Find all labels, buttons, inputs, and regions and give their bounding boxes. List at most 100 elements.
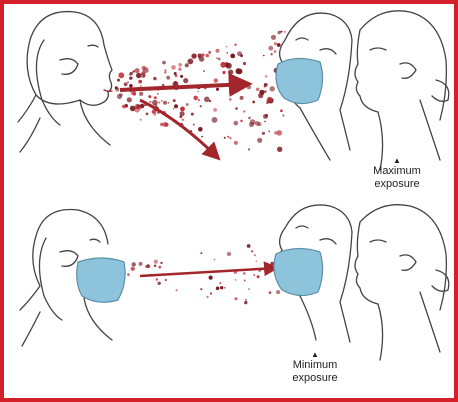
minimum-exposure-label: ▲ Minimum exposure — [270, 350, 360, 385]
droplet — [245, 299, 247, 301]
droplet — [178, 68, 181, 71]
droplet — [243, 272, 246, 275]
droplet — [270, 86, 275, 91]
droplet — [234, 141, 238, 145]
droplet — [229, 98, 232, 101]
droplet — [158, 101, 160, 103]
droplet — [174, 72, 177, 75]
droplet — [274, 42, 277, 45]
droplet — [277, 43, 281, 47]
droplet — [127, 97, 132, 102]
droplet — [280, 109, 283, 112]
droplet — [124, 82, 128, 86]
droplet — [140, 119, 142, 121]
unmasked-speaker — [18, 12, 112, 152]
droplet — [162, 84, 165, 87]
droplet — [176, 289, 178, 291]
droplet — [265, 75, 268, 78]
droplet — [220, 62, 226, 68]
droplet — [173, 108, 175, 110]
droplet — [133, 70, 135, 72]
droplet — [218, 58, 221, 61]
droplet — [171, 65, 176, 70]
droplet — [166, 76, 170, 80]
droplet — [183, 78, 188, 83]
droplet — [160, 123, 164, 127]
droplet — [129, 84, 133, 88]
droplet — [226, 63, 232, 69]
droplet — [282, 114, 284, 116]
droplet — [212, 117, 218, 123]
droplet — [215, 49, 219, 53]
droplet — [130, 106, 136, 112]
droplet — [200, 288, 202, 290]
droplet — [214, 259, 216, 261]
droplet — [267, 97, 272, 102]
droplet — [152, 100, 158, 106]
droplet — [248, 288, 250, 290]
droplet — [227, 52, 229, 54]
droplet — [179, 115, 182, 118]
droplet — [257, 275, 260, 278]
droplet — [198, 127, 203, 132]
face-mask-top-listener — [276, 58, 323, 103]
droplet — [198, 54, 202, 58]
droplet — [163, 101, 167, 105]
droplet — [208, 51, 211, 54]
droplet — [213, 108, 217, 112]
spray-arrow-reduced — [140, 268, 276, 276]
droplet — [224, 287, 226, 289]
droplet — [224, 137, 226, 139]
droplet — [154, 265, 156, 267]
droplet — [230, 54, 235, 59]
droplet — [214, 78, 218, 82]
droplet — [244, 280, 246, 282]
bystander-bottom — [355, 205, 449, 360]
droplet — [188, 59, 194, 65]
droplet — [122, 105, 126, 109]
droplet — [276, 290, 280, 294]
droplet — [158, 266, 161, 269]
droplet — [264, 86, 266, 88]
droplet — [216, 57, 218, 59]
droplet — [131, 267, 135, 271]
droplet — [284, 31, 286, 33]
droplet — [256, 88, 260, 92]
droplet — [233, 121, 238, 126]
droplet — [174, 104, 178, 108]
droplet — [206, 296, 208, 298]
droplet — [240, 120, 243, 123]
bystander-top — [355, 11, 449, 170]
droplet — [131, 77, 133, 79]
droplet — [252, 101, 255, 104]
droplet — [236, 68, 242, 74]
droplet — [206, 54, 210, 58]
droplet — [277, 147, 282, 152]
droplet — [250, 119, 256, 125]
spray-arrow-main — [120, 84, 248, 90]
droplet — [200, 105, 202, 107]
droplet — [200, 252, 202, 254]
droplet — [156, 278, 158, 280]
droplet — [153, 77, 156, 80]
droplet — [254, 254, 256, 256]
face-mask-bottom-listener — [274, 248, 323, 295]
droplet — [203, 70, 205, 72]
top-scene — [18, 11, 449, 170]
droplet — [220, 286, 223, 289]
droplet — [231, 77, 236, 82]
droplet — [270, 53, 272, 55]
droplet — [277, 130, 283, 136]
droplet — [234, 43, 237, 46]
droplet — [142, 66, 146, 70]
droplet — [178, 63, 182, 67]
droplet — [243, 110, 245, 112]
droplet — [140, 85, 142, 87]
droplet — [201, 136, 203, 138]
droplet — [228, 70, 233, 75]
droplet — [146, 113, 149, 116]
droplet — [186, 103, 189, 106]
droplet — [193, 96, 198, 101]
droplet — [264, 121, 266, 123]
droplet — [180, 107, 185, 112]
